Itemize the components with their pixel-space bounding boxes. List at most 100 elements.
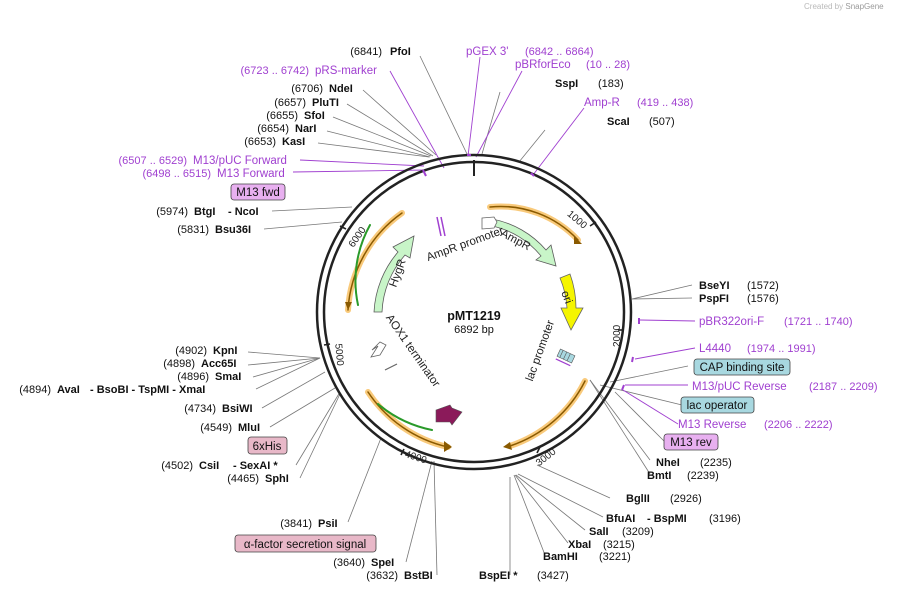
primer-m13puc-f-range: (6507 .. 6529) [119, 155, 188, 167]
site-bsiwi-name: BsiWI [222, 403, 253, 415]
site-smai-name: SmaI [215, 371, 241, 383]
site-psii-pos: (3841) [280, 518, 312, 530]
site-xbai-pos: (3215) [603, 539, 635, 551]
site-sphi-name: SphI [265, 473, 289, 485]
site-bsiwi-pos: (4734) [184, 403, 216, 415]
site-nari-pos: (6654) [257, 123, 289, 135]
svg-text:M13 rev: M13 rev [670, 437, 712, 449]
primer-pbr322-range: (1721 .. 1740) [784, 316, 853, 328]
site-bfuai-pos: (3196) [709, 513, 741, 525]
svg-text:M13 fwd: M13 fwd [236, 187, 279, 199]
site-kasi-pos: (6653) [244, 136, 276, 148]
orange-tracks [345, 203, 588, 450]
site-csii-name: CsiI [199, 460, 219, 472]
site-acc65i-name: Acc65I [201, 358, 236, 370]
site-acc65i-pos: (4898) [163, 358, 195, 370]
tick-2000: 2000 [612, 324, 623, 347]
site-pluti-name: PluTI [312, 97, 339, 109]
ampr-promoter-label: AmpR promoter [425, 225, 506, 264]
site-bamhi-name: BamHI [543, 551, 578, 563]
primer-pbr322-name: pBR322ori-F [699, 316, 764, 328]
primer-leaders [292, 56, 696, 425]
primer-ampr-name: Amp-R [584, 97, 620, 109]
primer-l4440-range: (1974 .. 1991) [747, 343, 816, 355]
site-avai-name: AvaI [57, 384, 80, 396]
ampr-promoter-arrow [481, 216, 498, 230]
site-bsu36i-pos: (5831) [177, 224, 209, 236]
box-alpha-factor: α-factor secretion signal [234, 534, 377, 553]
site-nhei-name: NheI [656, 457, 680, 469]
site-kpni-pos: (4902) [175, 345, 207, 357]
primer-prs-name: pRS-marker [315, 65, 377, 77]
alpha-factor-arrow [435, 404, 463, 426]
site-smai-pos: (4896) [177, 371, 209, 383]
primer-pgex3-name: pGEX 3' [466, 46, 508, 58]
site-bfuai-extra: - BspMI [647, 513, 687, 525]
primer-pbrforeco-name: pBRforEco [515, 59, 571, 71]
ampr-arrow [491, 218, 557, 267]
site-sspi-name: SspI [555, 78, 578, 90]
site-mlui-pos: (4549) [200, 422, 232, 434]
site-scai-pos: (507) [649, 116, 675, 128]
box-m13rev: M13 rev [663, 433, 719, 451]
site-avai-pos: (4894) [19, 384, 51, 396]
site-bspei-name: BspEI * [479, 570, 518, 582]
site-bglii-pos: (2926) [670, 493, 702, 505]
lac-promoter-block [555, 348, 576, 367]
snapgene-watermark: Created by SnapGene [804, 2, 884, 11]
site-ndei-name: NdeI [329, 83, 353, 95]
site-nhei-pos: (2235) [700, 457, 732, 469]
site-sali-pos: (3209) [622, 526, 654, 538]
site-sfoi-pos: (6655) [266, 110, 298, 122]
site-pspfi-name: PspFI [699, 293, 729, 305]
svg-text:6xHis: 6xHis [253, 441, 282, 453]
aox1-arrow [370, 341, 387, 358]
site-csii-pos: (4502) [161, 460, 193, 472]
site-bseyi-pos: (1572) [747, 280, 779, 292]
site-bfuai-name: BfuAI [606, 513, 635, 525]
site-spei-pos: (3640) [333, 557, 365, 569]
svg-text:lac operator: lac operator [687, 400, 748, 412]
box-cap: CAP binding site [693, 358, 791, 376]
site-kpni-name: KpnI [213, 345, 237, 357]
site-nari-name: NarI [295, 123, 316, 135]
box-m13fwd: M13 fwd [230, 183, 286, 201]
site-avai-extra: - BsoBI - TspMI - XmaI [90, 384, 205, 396]
site-btgi-extra: - NcoI [228, 206, 259, 218]
site-ndei-pos: (6706) [291, 83, 323, 95]
plasmid-length: 6892 bp [454, 324, 494, 336]
site-bspei-pos: (3427) [537, 570, 569, 582]
site-bmti-name: BmtI [647, 470, 671, 482]
site-kasi-name: KasI [282, 136, 305, 148]
ori-label: ori [558, 289, 574, 305]
tick-5000: 5000 [332, 343, 345, 367]
primer-m13puc-r-name: M13/pUC Reverse [692, 381, 787, 393]
primer-m13-r-range: (2206 .. 2222) [764, 419, 833, 431]
primer-ampr-range: (419 .. 438) [637, 97, 693, 109]
primer-m13puc-f-name: M13/pUC Forward [193, 155, 287, 167]
lac-promoter-label: lac promoter [524, 319, 557, 383]
site-xbai-name: XbaI [568, 539, 591, 551]
box-6xhis: 6xHis [247, 436, 288, 455]
site-pfoi-name: PfoI [390, 46, 411, 58]
site-sali-name: SalI [589, 526, 609, 538]
aox1-mark [384, 363, 398, 371]
site-btgi-pos: (5974) [156, 206, 188, 218]
site-spei-name: SpeI [371, 557, 394, 569]
primer-l4440-name: L4440 [699, 343, 731, 355]
hygr-arrow [373, 235, 415, 313]
primer-pbrforeco-range: (10 .. 28) [586, 59, 630, 71]
site-bglii-name: BglII [626, 493, 650, 505]
backbone-outer [315, 153, 633, 471]
site-sspi-pos: (183) [598, 78, 624, 90]
site-mlui-name: MluI [238, 422, 260, 434]
ori-arrow [559, 273, 584, 331]
site-bseyi-name: BseYI [699, 280, 730, 292]
primer-m13-f-name: M13 Forward [217, 168, 285, 180]
primer-pgex3-range: (6842 .. 6864) [525, 46, 594, 58]
plasmid-name: pMT1219 [447, 309, 501, 323]
primer-m13-r-name: M13 Reverse [678, 419, 746, 431]
site-bsu36i-name: Bsu36I [215, 224, 251, 236]
site-pfoi-pos: (6841) [350, 46, 382, 58]
site-bamhi-pos: (3221) [599, 551, 631, 563]
